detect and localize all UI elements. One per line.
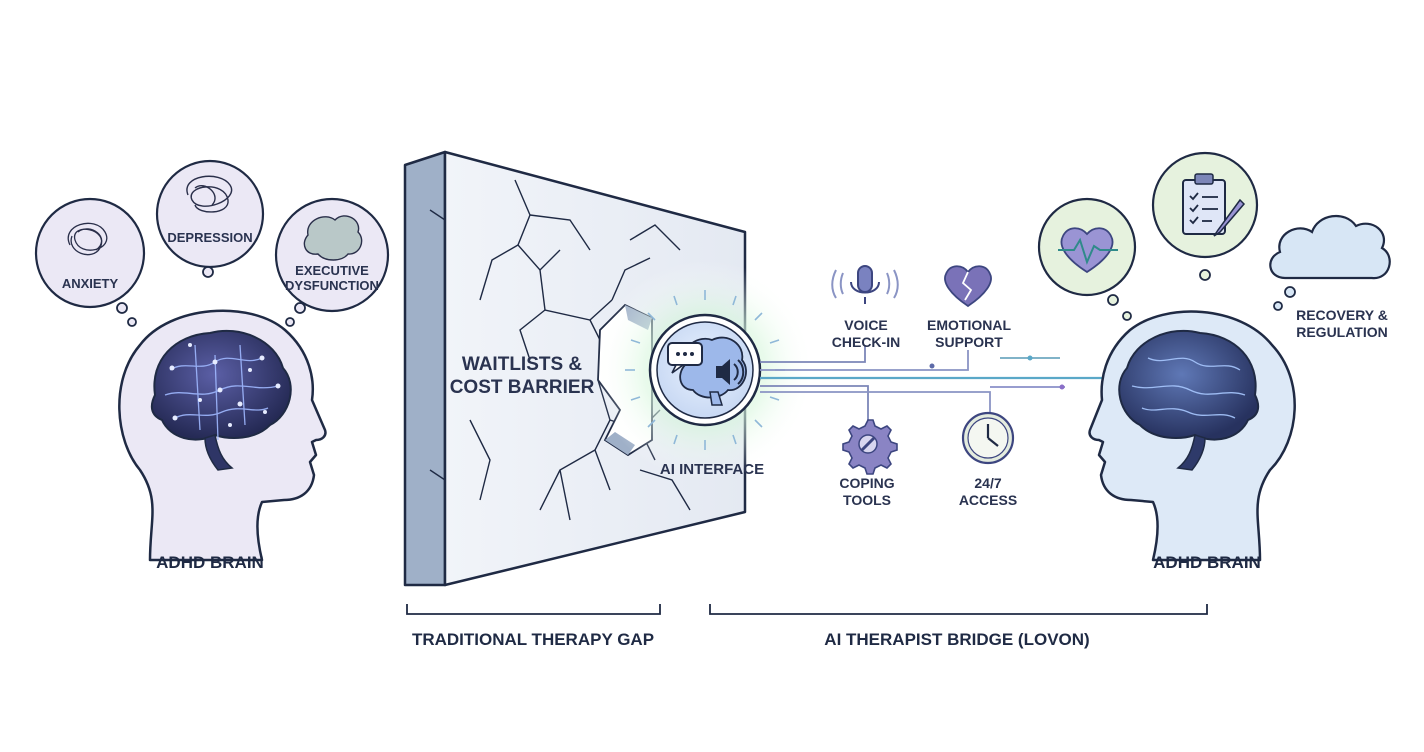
emotional-label-1: EMOTIONAL bbox=[927, 317, 1011, 333]
executive-label: EXECUTIVE bbox=[295, 263, 369, 278]
dysfunction-label: DYSFUNCTION bbox=[285, 278, 379, 293]
tangle-icon bbox=[67, 222, 108, 256]
bridge-label: AI THERAPIST BRIDGE (LOVON) bbox=[824, 630, 1089, 649]
bubble-dot bbox=[116, 302, 128, 314]
gap-label: TRADITIONAL THERAPY GAP bbox=[412, 630, 654, 649]
voice-check-in: VOICE CHECK-IN bbox=[831, 265, 900, 350]
wall-text-1: WAITLISTS & bbox=[462, 354, 583, 375]
right-head bbox=[1088, 310, 1296, 562]
connector-lines bbox=[760, 345, 1148, 420]
clipboard-icon bbox=[1182, 173, 1246, 237]
gap-bracket bbox=[406, 604, 661, 615]
microphone-icon bbox=[831, 265, 899, 304]
executive-bubble: EXECUTIVE DYSFUNCTION bbox=[274, 197, 390, 313]
anxiety-bubble: ANXIETY bbox=[34, 197, 146, 309]
access-label-2: ACCESS bbox=[959, 492, 1017, 508]
bubble-dot bbox=[1122, 311, 1132, 321]
wall-text-2: COST BARRIER bbox=[450, 377, 595, 398]
barrier-wall: WAITLISTS & COST BARRIER bbox=[403, 150, 747, 587]
recovery-cloud bbox=[1269, 214, 1391, 280]
emotional-label-2: SUPPORT bbox=[935, 334, 1003, 350]
bubble-dot bbox=[285, 317, 295, 327]
coping-tools: COPING TOOLS bbox=[839, 419, 898, 508]
bubble-dot bbox=[127, 317, 137, 327]
bubble-dot bbox=[1273, 301, 1283, 311]
heartbeat-bubble bbox=[1037, 197, 1137, 297]
glow-rays bbox=[625, 290, 785, 450]
ai-interface: AI INTERFACE bbox=[595, 260, 815, 480]
heart-pulse-icon bbox=[1058, 227, 1118, 274]
chat-bubble-icon bbox=[667, 342, 703, 374]
depression-label: DEPRESSION bbox=[167, 230, 252, 245]
right-caption: ADHD BRAIN bbox=[1153, 553, 1261, 572]
bubble-dot bbox=[1284, 286, 1296, 298]
coping-label-2: TOOLS bbox=[843, 492, 891, 508]
recovery-label-2: REGULATION bbox=[1296, 324, 1388, 340]
left-head bbox=[118, 309, 327, 562]
bubble-dot bbox=[294, 302, 306, 314]
right-brain-icon bbox=[1118, 329, 1260, 471]
bubble-dot bbox=[1199, 269, 1211, 281]
clock-icon bbox=[961, 411, 1015, 465]
gear-wrench-icon bbox=[842, 419, 898, 475]
voice-label-1: VOICE bbox=[844, 317, 888, 333]
anxiety-label: ANXIETY bbox=[62, 276, 119, 291]
broken-heart-icon bbox=[944, 265, 992, 308]
voice-label-2: CHECK-IN bbox=[832, 334, 900, 350]
scribble-icon bbox=[186, 175, 233, 213]
fog-brain-icon bbox=[303, 215, 363, 261]
depression-bubble: DEPRESSION bbox=[155, 159, 265, 269]
bubble-dot bbox=[1107, 294, 1119, 306]
left-brain-icon bbox=[150, 329, 292, 471]
bridge-bracket bbox=[709, 604, 1208, 615]
speaker-icon bbox=[716, 359, 745, 385]
recovery-label-1: RECOVERY & bbox=[1296, 307, 1388, 323]
access-label-1: 24/7 bbox=[974, 475, 1001, 491]
coping-label-1: COPING bbox=[839, 475, 894, 491]
left-caption: ADHD BRAIN bbox=[156, 553, 264, 572]
checklist-bubble bbox=[1151, 151, 1259, 259]
emotional-support: EMOTIONAL SUPPORT bbox=[927, 265, 1011, 350]
access-247: 24/7 ACCESS bbox=[959, 411, 1017, 508]
ai-label: AI INTERFACE bbox=[660, 461, 764, 478]
bubble-dot bbox=[202, 266, 214, 278]
